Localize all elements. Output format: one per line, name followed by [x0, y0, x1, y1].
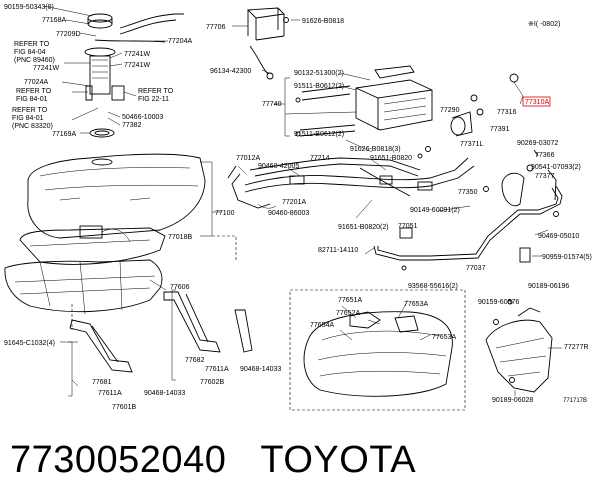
parts-diagram: ※I( -0802) 771717B 90159-50343(8) 77168A…: [4, 4, 592, 411]
part-label: 90959-01574(5): [542, 254, 592, 261]
heat-protector: [289, 289, 466, 411]
part-label: 77204A: [168, 38, 192, 45]
part-label: 77350: [458, 189, 478, 196]
part-label: 90149-60091(2): [410, 207, 460, 214]
part-label: 91651-B0820(2): [338, 224, 389, 231]
part-label: 77652A: [336, 310, 360, 317]
header-note: ※I( -0802): [528, 21, 560, 28]
part-label: 77377: [535, 173, 555, 180]
part-label: 91626-B0818(3): [350, 146, 401, 153]
fill-pipe: [227, 139, 475, 219]
part-label: 77740: [262, 101, 282, 108]
part-label: 77037: [466, 265, 486, 272]
part-label: 77382: [122, 122, 142, 129]
part-label: 77201A: [282, 199, 306, 206]
reference-leaders: [60, 77, 290, 397]
part-label: (PNC 83320): [12, 123, 53, 130]
part-label: 77241W: [124, 51, 150, 58]
part-label: FIG 84-04: [14, 49, 46, 56]
part-label: 77706: [206, 24, 226, 31]
part-label: 77316: [497, 109, 517, 116]
part-label: (PNC 89460): [14, 57, 55, 64]
part-label: 77012A: [236, 155, 260, 162]
part-label: 77310A: [525, 99, 549, 106]
part-label: 77018B: [168, 234, 192, 241]
part-label: 77214: [310, 155, 330, 162]
part-label: 77241W: [124, 62, 150, 69]
part-label: 77391: [490, 126, 510, 133]
part-label: 91511-B0612(2): [294, 83, 344, 90]
part-label: 93568-55616(2): [408, 283, 458, 290]
part-label: 90269-03072: [517, 140, 558, 147]
part-label: 50466-10003: [122, 114, 163, 121]
part-label: 91645-C1032(4): [4, 340, 55, 347]
tank-straps: [69, 291, 253, 373]
part-label: 77602B: [200, 379, 224, 386]
part-label: 90460-42005: [258, 163, 299, 170]
part-label: 90159-50343(8): [4, 4, 54, 11]
brand-name: TOYOTA: [260, 438, 417, 481]
part-label: 77024A: [24, 79, 48, 86]
part-label: 77654A: [310, 322, 334, 329]
part-label: 77653A: [404, 301, 428, 308]
part-label: FIG 84-01: [12, 115, 44, 122]
vent-line: [364, 185, 563, 271]
part-label: 77169A: [52, 131, 76, 138]
part-label: 77651A: [338, 297, 362, 304]
part-label: 77241W: [33, 65, 59, 72]
part-label: 77653A: [432, 334, 456, 341]
part-label: 90460-86003: [268, 210, 309, 217]
heat-insulator: [485, 299, 562, 396]
part-label: 77606: [170, 284, 190, 291]
part-label: 77601B: [112, 404, 136, 411]
part-label: 77100: [215, 210, 235, 217]
part-label: 90132-51300(2): [294, 70, 344, 77]
part-label: 77681: [92, 379, 112, 386]
part-label: 77371L: [460, 141, 483, 148]
part-label: 90159-60576: [478, 299, 519, 306]
part-label: 90189-06028: [492, 397, 533, 404]
part-label: 77611A: [205, 366, 229, 373]
part-label: 91626-B0818: [302, 18, 344, 25]
charcoal-canister: [232, 7, 433, 137]
part-number: 7730052040: [10, 438, 227, 481]
part-labels: ※I( -0802) 771717B 90159-50343(8) 77168A…: [4, 4, 592, 411]
part-label: 77209D: [56, 31, 81, 38]
part-label: 77682: [185, 357, 205, 364]
footer-code: 771717B: [563, 398, 587, 404]
part-label: 90469-05010: [538, 233, 579, 240]
part-label: 77277R: [564, 344, 589, 351]
part-label: 90468-14033: [144, 390, 185, 397]
fuel-inlet: [450, 73, 559, 217]
part-label: FIG 84-01: [16, 96, 48, 103]
part-label: 77366: [535, 152, 555, 159]
fuel-tank: [4, 153, 206, 315]
part-label: REFER TO: [138, 88, 174, 95]
part-label: 91511-B0612(2): [294, 131, 344, 138]
fuel-pump-assembly: [43, 5, 184, 138]
part-label: 82711-14110: [318, 247, 358, 254]
caption-bar: 7730052040 TOYOTA: [10, 434, 416, 486]
part-label: FIG 22-11: [138, 96, 169, 103]
part-label: 90189-06196: [528, 283, 569, 290]
part-label: 91651-B0820: [370, 155, 412, 162]
part-label: REFER TO: [16, 88, 52, 95]
part-label: 77611A: [98, 390, 122, 397]
part-label: 77290: [440, 107, 460, 114]
part-label: REFER TO: [12, 107, 48, 114]
part-label: 77168A: [42, 17, 66, 24]
part-label: 90541-07093(2): [531, 164, 581, 171]
part-label: 90468-14033: [240, 366, 281, 373]
part-label: 96134-42300: [210, 68, 251, 75]
part-label: 77051: [398, 223, 418, 230]
part-label: REFER TO: [14, 41, 50, 48]
